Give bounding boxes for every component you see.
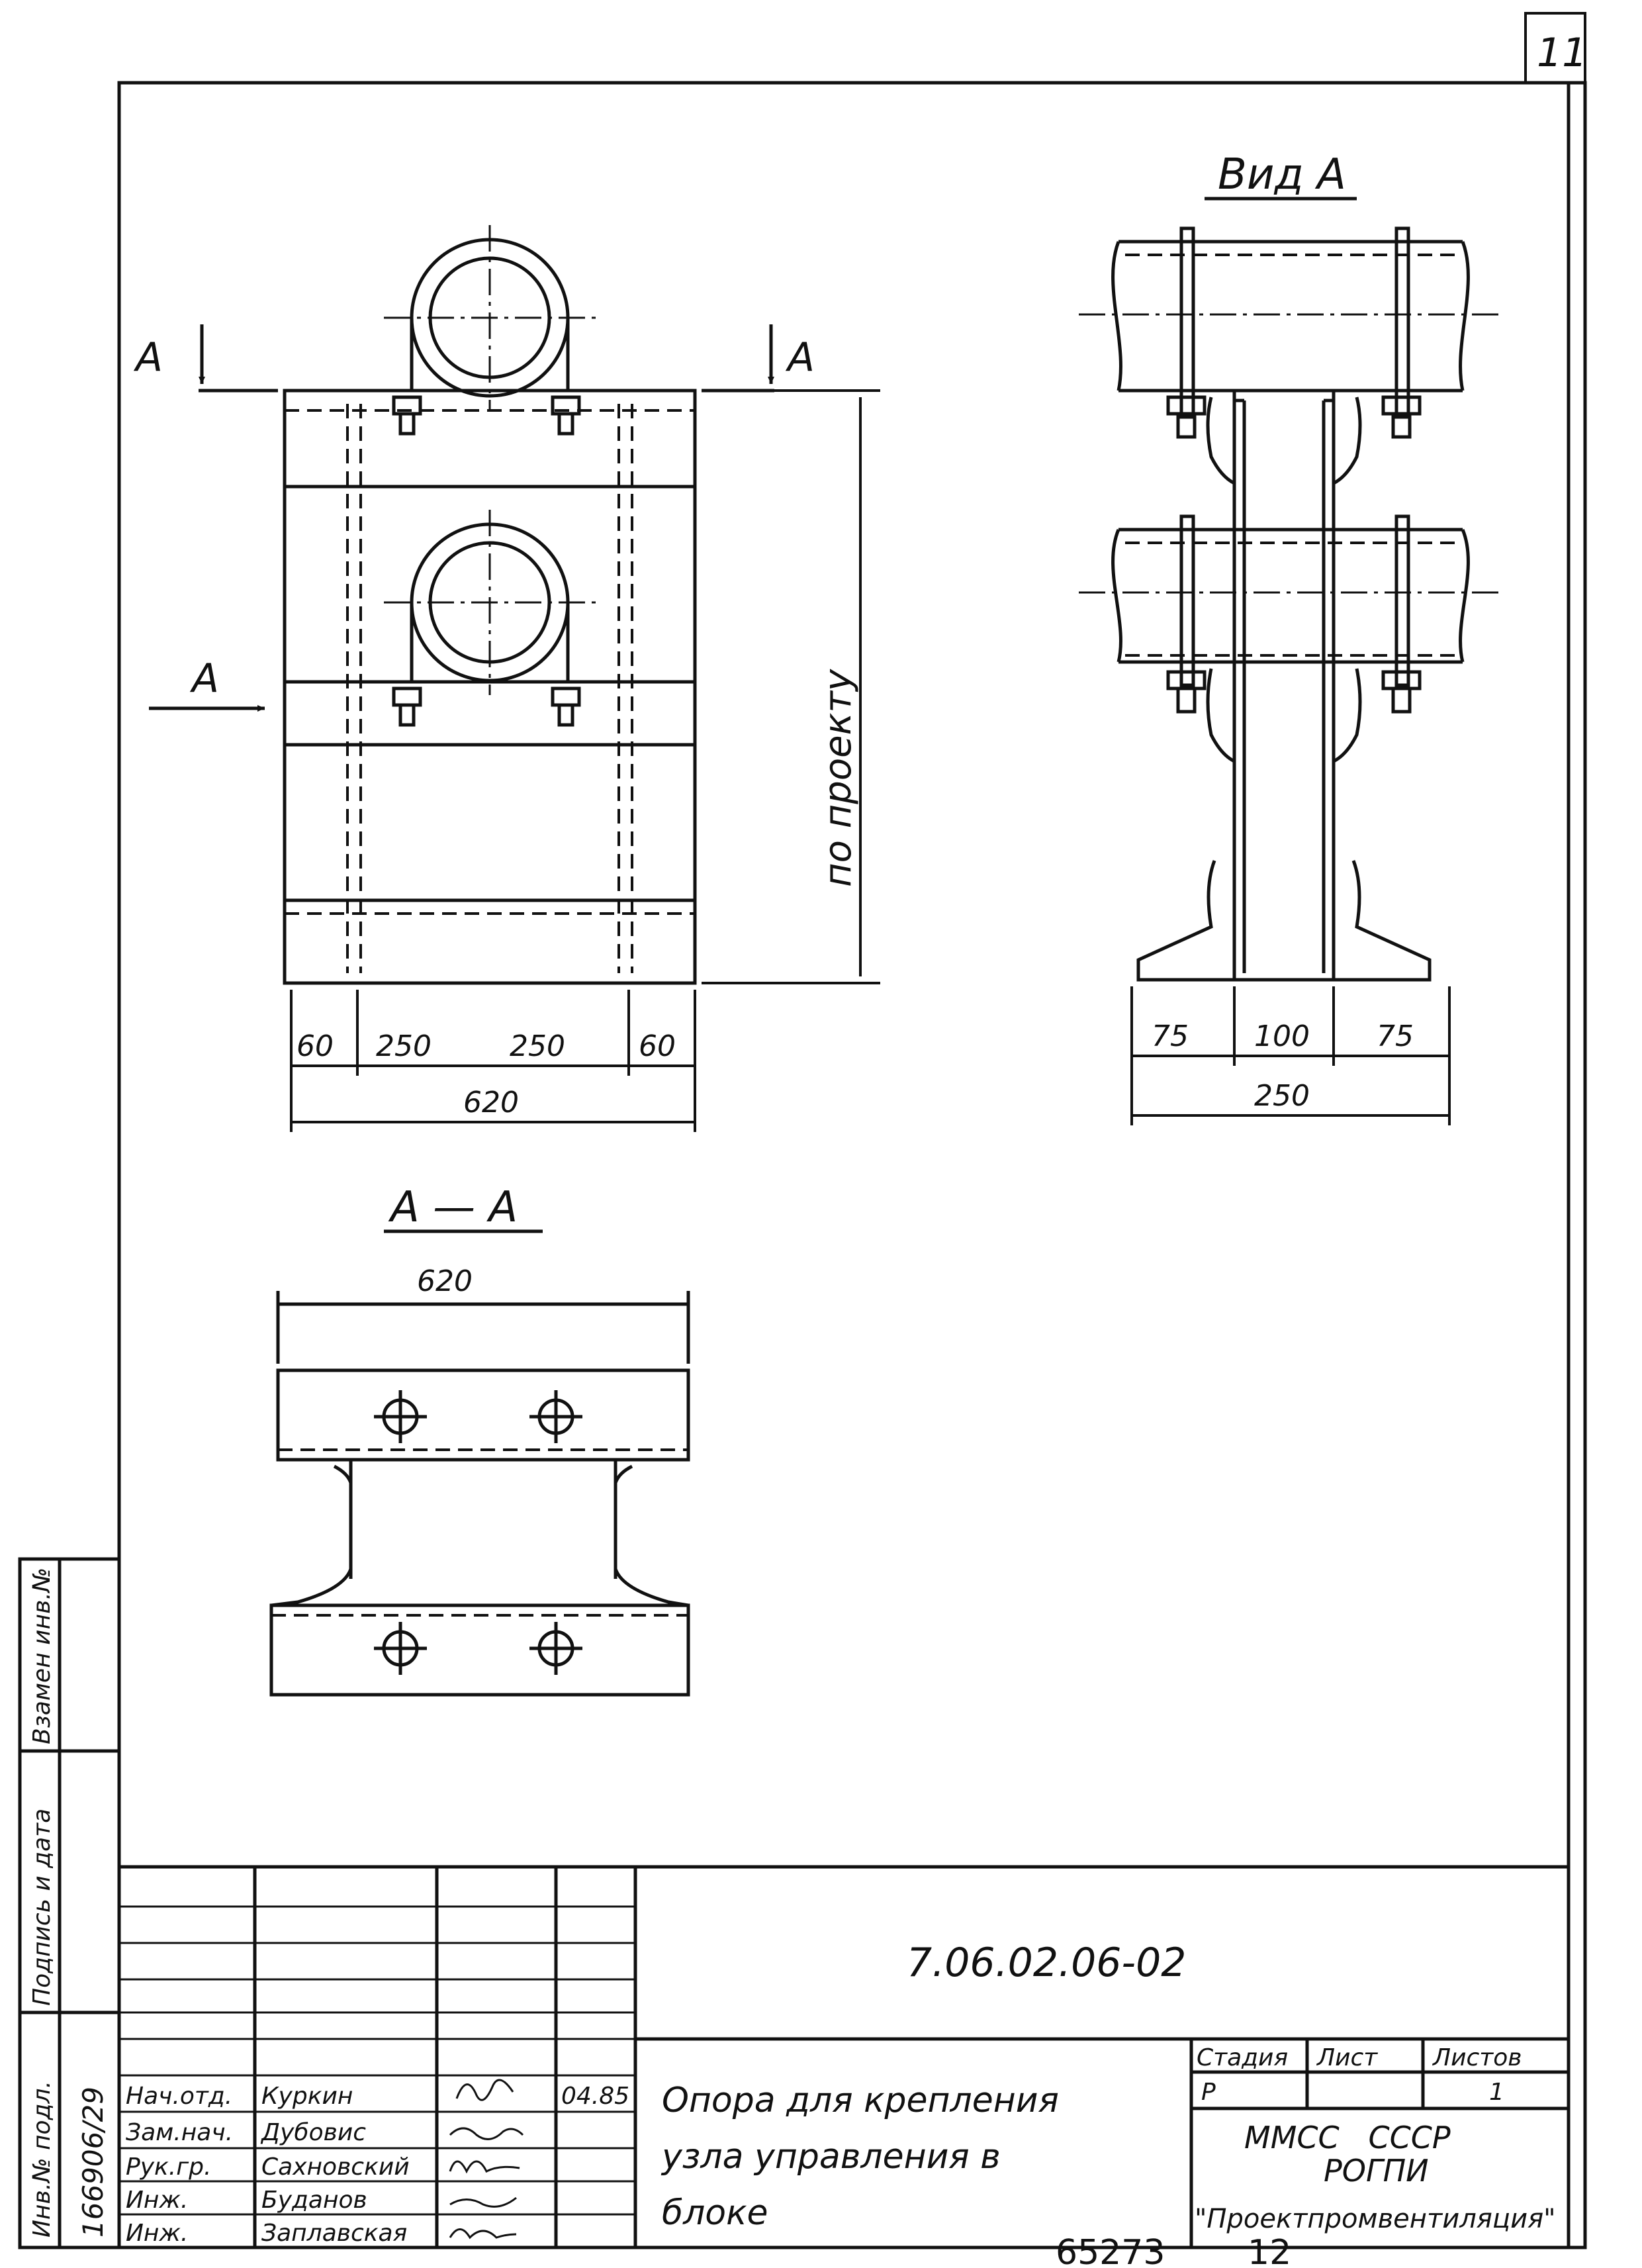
section-a-a	[269, 1291, 690, 1697]
signatures	[449, 2079, 524, 2240]
title-block-grid	[119, 1865, 1569, 2247]
view-a-hidden	[1125, 254, 1456, 657]
sheets-value: 1	[1489, 2079, 1504, 2106]
dim-front-2: 250	[376, 1029, 432, 1063]
front-view-centerlines	[384, 225, 596, 695]
dim-front-4: 60	[639, 1029, 676, 1063]
view-arrow-label: А	[189, 655, 219, 702]
doc-code: 7.06.02.06-02	[907, 1940, 1186, 1986]
dim-side-total: 250	[1254, 1079, 1310, 1113]
role-1: Нач.отд.	[126, 2083, 232, 2110]
stage-header: Стадия	[1197, 2044, 1288, 2071]
section-a-a-hidden	[271, 1448, 688, 1617]
dim-side-2: 100	[1254, 1019, 1310, 1053]
stage-value: Р	[1201, 2079, 1216, 2106]
name-2: Дубовис	[260, 2119, 366, 2146]
footer-number: 65273	[1056, 2233, 1165, 2268]
footer-page: 12	[1248, 2233, 1291, 2268]
title-line-2: узла управления в	[661, 2137, 1001, 2177]
dim-side-3: 75	[1377, 1019, 1414, 1053]
dim-side-1: 75	[1152, 1019, 1189, 1053]
side-stamp	[18, 1557, 121, 2249]
cut-plane-markers	[149, 324, 774, 712]
view-a-title: Вид А	[1218, 150, 1346, 199]
dim-section-total: 620	[417, 1264, 473, 1298]
title-line-1: Опора для крепления	[662, 2081, 1059, 2120]
sheet-frame	[117, 12, 1587, 2249]
view-a-dims	[1130, 986, 1451, 1125]
height-dimension	[702, 389, 880, 984]
cut-label-left: А	[133, 334, 163, 381]
role-3: Рук.гр.	[126, 2153, 211, 2181]
title-line-3: блоке	[662, 2193, 768, 2233]
org-line-2: РОГПИ	[1324, 2153, 1429, 2189]
org-line-1: ММСС СССР	[1244, 2120, 1451, 2155]
stamp-inv-value: 166906/29	[77, 2087, 109, 2238]
role-5: Инж.	[126, 2220, 188, 2247]
sign-date: 04.85	[561, 2083, 629, 2110]
stamp-replace-label: Взамен инв.№	[28, 1568, 56, 1744]
cut-label-right: А	[785, 334, 815, 381]
stamp-inv-label: Инв.№ подл.	[28, 2081, 56, 2238]
dim-front-3: 250	[510, 1029, 565, 1063]
name-3: Сахновский	[261, 2153, 410, 2181]
title-block-rows	[119, 1905, 635, 2216]
name-1: Куркин	[261, 2083, 353, 2110]
org-line-3: "Проектпромвентиляция"	[1195, 2204, 1556, 2234]
role-4: Инж.	[126, 2187, 188, 2214]
height-note: по проекту	[817, 669, 860, 887]
name-5: Заплавская	[261, 2220, 407, 2247]
name-4: Буданов	[261, 2187, 367, 2214]
role-2: Зам.нач.	[126, 2119, 233, 2146]
sheets-header: Листов	[1432, 2044, 1522, 2071]
view-a	[1111, 226, 1470, 982]
section-title: А — А	[388, 1183, 518, 1232]
dim-front-1: 60	[296, 1029, 334, 1063]
sheet-number: 11	[1537, 30, 1587, 76]
stamp-signature-label: Подпись и дата	[28, 1809, 56, 2006]
view-a-centerlines	[1079, 313, 1502, 594]
sheet-header: Лист	[1316, 2044, 1378, 2071]
front-width-dims	[290, 990, 696, 1132]
dim-front-total: 620	[463, 1086, 519, 1119]
